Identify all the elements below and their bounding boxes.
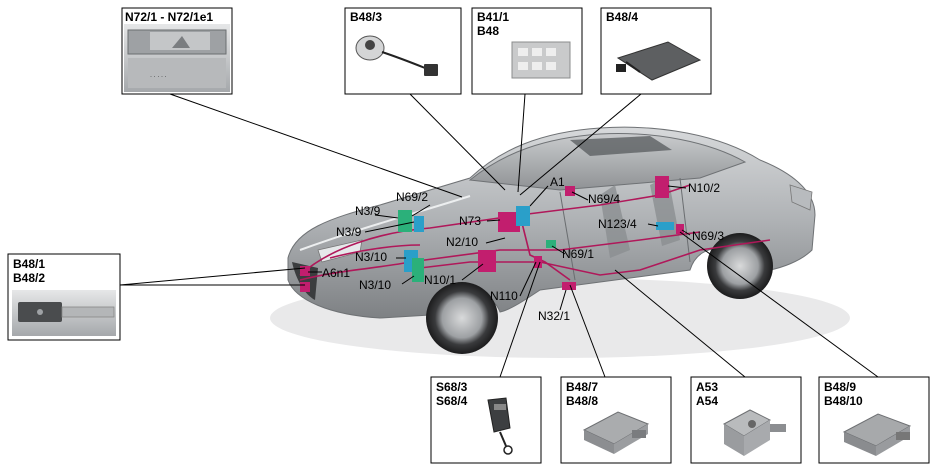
component-box-s68: S68/3 S68/4: [430, 376, 542, 464]
n110-module: [534, 256, 542, 268]
component-box-b48-4: B48/4: [600, 7, 712, 95]
component-box-b48-9: B48/9 B48/10: [818, 376, 930, 464]
label-n69-3: N69/3: [692, 229, 724, 243]
box-b48-1-line1: B48/1: [13, 257, 45, 271]
seat-belt-buckle-icon: [487, 397, 513, 455]
n3-9-module: [398, 210, 412, 232]
rear-wheel: [707, 233, 773, 299]
svg-text:· · · · ·: · · · · ·: [150, 74, 167, 80]
connector-block-icon: [511, 41, 571, 79]
label-n110: N110: [490, 289, 518, 303]
label-a6n1: A6n1: [322, 266, 350, 280]
callout-labels: N69/2 A1 N69/4 N10/2 N3/9 N3/9 N73 N123/…: [322, 175, 724, 323]
box-b41-1-line1: B41/1: [477, 10, 509, 24]
n3-9-module-2: [414, 216, 424, 232]
box-b48-3-title: B48/3: [350, 10, 382, 24]
box-b48-9-line1: B48/9: [824, 380, 856, 394]
n10-1-module: [478, 250, 496, 272]
component-box-b41-1: B41/1 B48: [471, 7, 583, 95]
label-a1: A1: [550, 175, 565, 189]
sensor-with-cable-icon: [355, 35, 438, 76]
box-b41-1-line2: B48: [477, 24, 499, 38]
box-b48-4-title: B48/4: [606, 10, 638, 24]
box-s68-line1: S68/3: [436, 380, 468, 394]
label-n3-10-a: N3/10: [355, 250, 387, 264]
n73-module: [498, 212, 520, 232]
n69-4-module: [565, 186, 575, 196]
box-a53-line1: A53: [696, 380, 718, 394]
a1-module: [516, 206, 530, 226]
label-n69-4: N69/4: [588, 192, 620, 206]
pressure-sensor-icon: [842, 413, 912, 456]
label-n3-9-b: N3/9: [336, 225, 362, 239]
component-box-n72: · · · · · N72/1 - N72/1e1: [121, 7, 233, 95]
n123-4-module: [656, 222, 674, 230]
box-b48-9-line2: B48/10: [824, 394, 863, 408]
label-n3-9-a: N3/9: [355, 204, 381, 218]
label-n69-2: N69/2: [396, 190, 428, 204]
component-box-b48-7: B48/7 B48/8: [560, 376, 672, 464]
label-n10-1: N10/1: [424, 273, 456, 287]
component-box-b48-3: B48/3: [344, 7, 462, 95]
box-b48-1-line2: B48/2: [13, 271, 45, 285]
b48-2-module: [300, 282, 310, 292]
label-n73: N73: [459, 214, 481, 228]
box-a53-line2: A54: [696, 394, 718, 408]
label-n32-1: N32/1: [538, 309, 570, 323]
sensor-mat-icon: [616, 41, 702, 81]
acceleration-sensor-icon: [582, 411, 650, 454]
module-markers: [300, 176, 684, 292]
rollover-sensor-icon: [722, 409, 786, 456]
n69-3-module: [676, 224, 684, 234]
switch-panel-icon: · · · · ·: [127, 29, 227, 88]
component-box-a53: A53 A54: [690, 376, 802, 464]
leader-lines: [119, 93, 879, 378]
label-n10-2: N10/2: [688, 181, 720, 195]
component-box-b48-1: B48/1 B48/2: [7, 253, 121, 341]
n69-1-module: [546, 240, 556, 248]
label-n69-1: N69/1: [562, 247, 594, 261]
front-wheel: [426, 282, 498, 354]
sensor-strip-icon: [12, 290, 116, 336]
box-s68-line2: S68/4: [436, 394, 468, 408]
n10-2-module: [655, 176, 669, 198]
b48-1-module: [300, 266, 310, 276]
n3-10-module-2: [412, 258, 424, 282]
label-n3-10-b: N3/10: [359, 278, 391, 292]
box-n72-title: N72/1 - N72/1e1: [125, 10, 213, 24]
box-b48-7-line2: B48/8: [566, 394, 598, 408]
label-n2-10: N2/10: [446, 235, 478, 249]
label-n123-4: N123/4: [598, 217, 637, 231]
box-b48-7-line1: B48/7: [566, 380, 598, 394]
n32-1-module: [562, 282, 576, 290]
